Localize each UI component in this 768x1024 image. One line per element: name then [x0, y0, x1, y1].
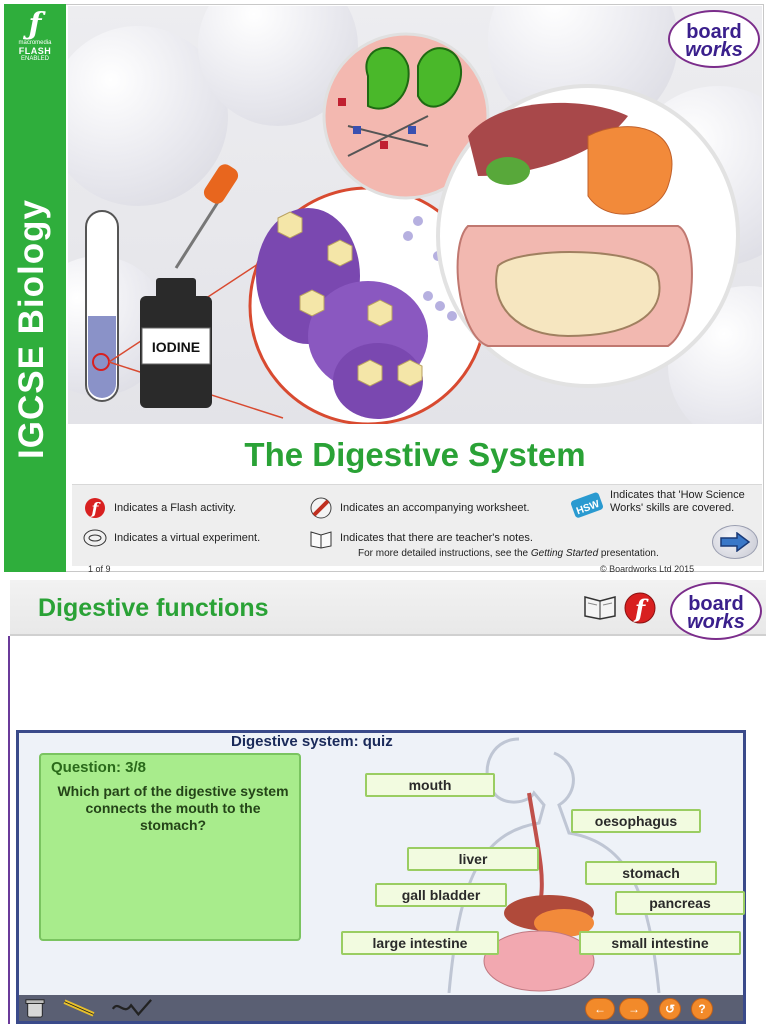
- legend-notes-text: Indicates that there are teacher's notes…: [340, 532, 533, 544]
- svg-text:f: f: [91, 499, 102, 518]
- slide-title: The Digestive System: [244, 436, 586, 473]
- help-button[interactable]: ?: [691, 998, 713, 1020]
- sidebar: ƒ macromedia FLASH ENABLED IGCSE Biology: [4, 4, 66, 572]
- label-pancreas[interactable]: pancreas: [615, 891, 745, 915]
- hsw-icon: HSW: [571, 492, 603, 518]
- content-slide: Digestive functions f board works Digest…: [0, 578, 768, 1024]
- enzyme-circle-icon: [322, 32, 490, 200]
- label-oesophagus[interactable]: oesophagus: [571, 809, 701, 833]
- next-slide-button[interactable]: [712, 525, 758, 559]
- boardworks-logo: board works: [670, 582, 762, 640]
- title-slide: ƒ macromedia FLASH ENABLED IGCSE Biology: [4, 4, 764, 574]
- digestive-organs-icon: [436, 84, 740, 388]
- reset-button[interactable]: ↺: [659, 998, 681, 1020]
- slide2-icons: f: [582, 590, 658, 626]
- legend-virtual: Indicates a virtual experiment.: [82, 527, 260, 549]
- quiz-title: Digestive system: quiz: [231, 733, 393, 750]
- previous-button[interactable]: ←: [585, 998, 615, 1020]
- teachers-notes-book-icon: [310, 531, 332, 549]
- label-stomach[interactable]: stomach: [585, 861, 717, 885]
- question-text: Which part of the digestive system conne…: [57, 783, 289, 833]
- logo-line2: works: [687, 611, 745, 633]
- next-button[interactable]: →: [619, 998, 649, 1020]
- bin-icon[interactable]: [23, 998, 47, 1018]
- quiz-toolbar: ← → ↺ ?: [19, 995, 743, 1021]
- label-gall-bladder[interactable]: gall bladder: [375, 883, 507, 907]
- legend-panel: f Indicates a Flash activity. Indicates …: [72, 484, 762, 566]
- quiz-activity: Digestive system: quiz Question: 3/8 Whi…: [16, 730, 746, 1024]
- hero-illustration: IODINE: [68, 6, 762, 424]
- test-tube-icon: [85, 210, 119, 402]
- pen-icon[interactable]: [59, 998, 99, 1018]
- digestion-artwork: IODINE: [85, 32, 740, 424]
- legend-worksheet-text: Indicates an accompanying worksheet.: [340, 502, 530, 514]
- label-mouth[interactable]: mouth: [365, 773, 495, 797]
- legend-flash: f Indicates a Flash activity.: [82, 497, 236, 519]
- slide2-title: Digestive functions: [38, 594, 269, 622]
- svg-text:f: f: [633, 594, 649, 623]
- legend-flash-text: Indicates a Flash activity.: [114, 502, 237, 514]
- logo-line1: board: [688, 593, 744, 615]
- header-divider: [10, 634, 766, 636]
- logo-line1: board: [686, 21, 742, 43]
- iodine-label: IODINE: [152, 339, 200, 355]
- instructions-pre: For more detailed instructions, see the: [358, 548, 529, 559]
- label-liver[interactable]: liver: [407, 847, 539, 871]
- legend-hsw-text: Indicates that 'How Science Works' skill…: [610, 489, 745, 514]
- legend-notes: Indicates that there are teacher's notes…: [308, 527, 533, 549]
- arrow-right-icon: [720, 532, 751, 552]
- logo-line2: works: [685, 39, 743, 61]
- iodine-bottle-icon: [140, 164, 239, 408]
- copyright: © Boardworks Ltd 2015: [600, 564, 695, 574]
- page-number: 1 of 9: [88, 564, 111, 574]
- legend-hsw: HSW Indicates that 'How Science Works' s…: [570, 489, 750, 519]
- virtual-experiment-icon: [83, 529, 107, 547]
- question-box: Question: 3/8 Which part of the digestiv…: [39, 753, 301, 941]
- instructions-getting-started: Getting Started: [530, 548, 599, 559]
- question-number: Question: 3/8: [51, 759, 147, 776]
- badge-flash: FLASH: [18, 46, 52, 56]
- teachers-notes-book-icon[interactable]: [582, 590, 618, 620]
- label-large-intestine[interactable]: large intestine: [341, 931, 499, 955]
- label-small-intestine[interactable]: small intestine: [579, 931, 741, 955]
- legend-worksheet: Indicates an accompanying worksheet.: [308, 497, 530, 519]
- legend-virtual-text: Indicates a virtual experiment.: [114, 532, 261, 544]
- worksheet-pencil-icon: [310, 497, 332, 519]
- tick-icon[interactable]: [107, 998, 157, 1018]
- sidebar-title: IGCSE Biology: [12, 199, 51, 459]
- flash-activity-icon: f: [85, 498, 105, 518]
- flash-enabled-badge: ƒ macromedia FLASH ENABLED: [12, 10, 58, 63]
- boardworks-logo: board works: [668, 10, 760, 68]
- left-accent-line: [8, 636, 10, 1024]
- badge-enabled: ENABLED: [20, 56, 49, 62]
- body-diagram: [447, 737, 661, 993]
- badge-macromedia: macromedia: [18, 40, 52, 46]
- instructions-note: For more detailed instructions, see the …: [358, 548, 659, 559]
- flash-activity-icon[interactable]: f: [622, 590, 658, 626]
- instructions-post: presentation.: [600, 548, 659, 559]
